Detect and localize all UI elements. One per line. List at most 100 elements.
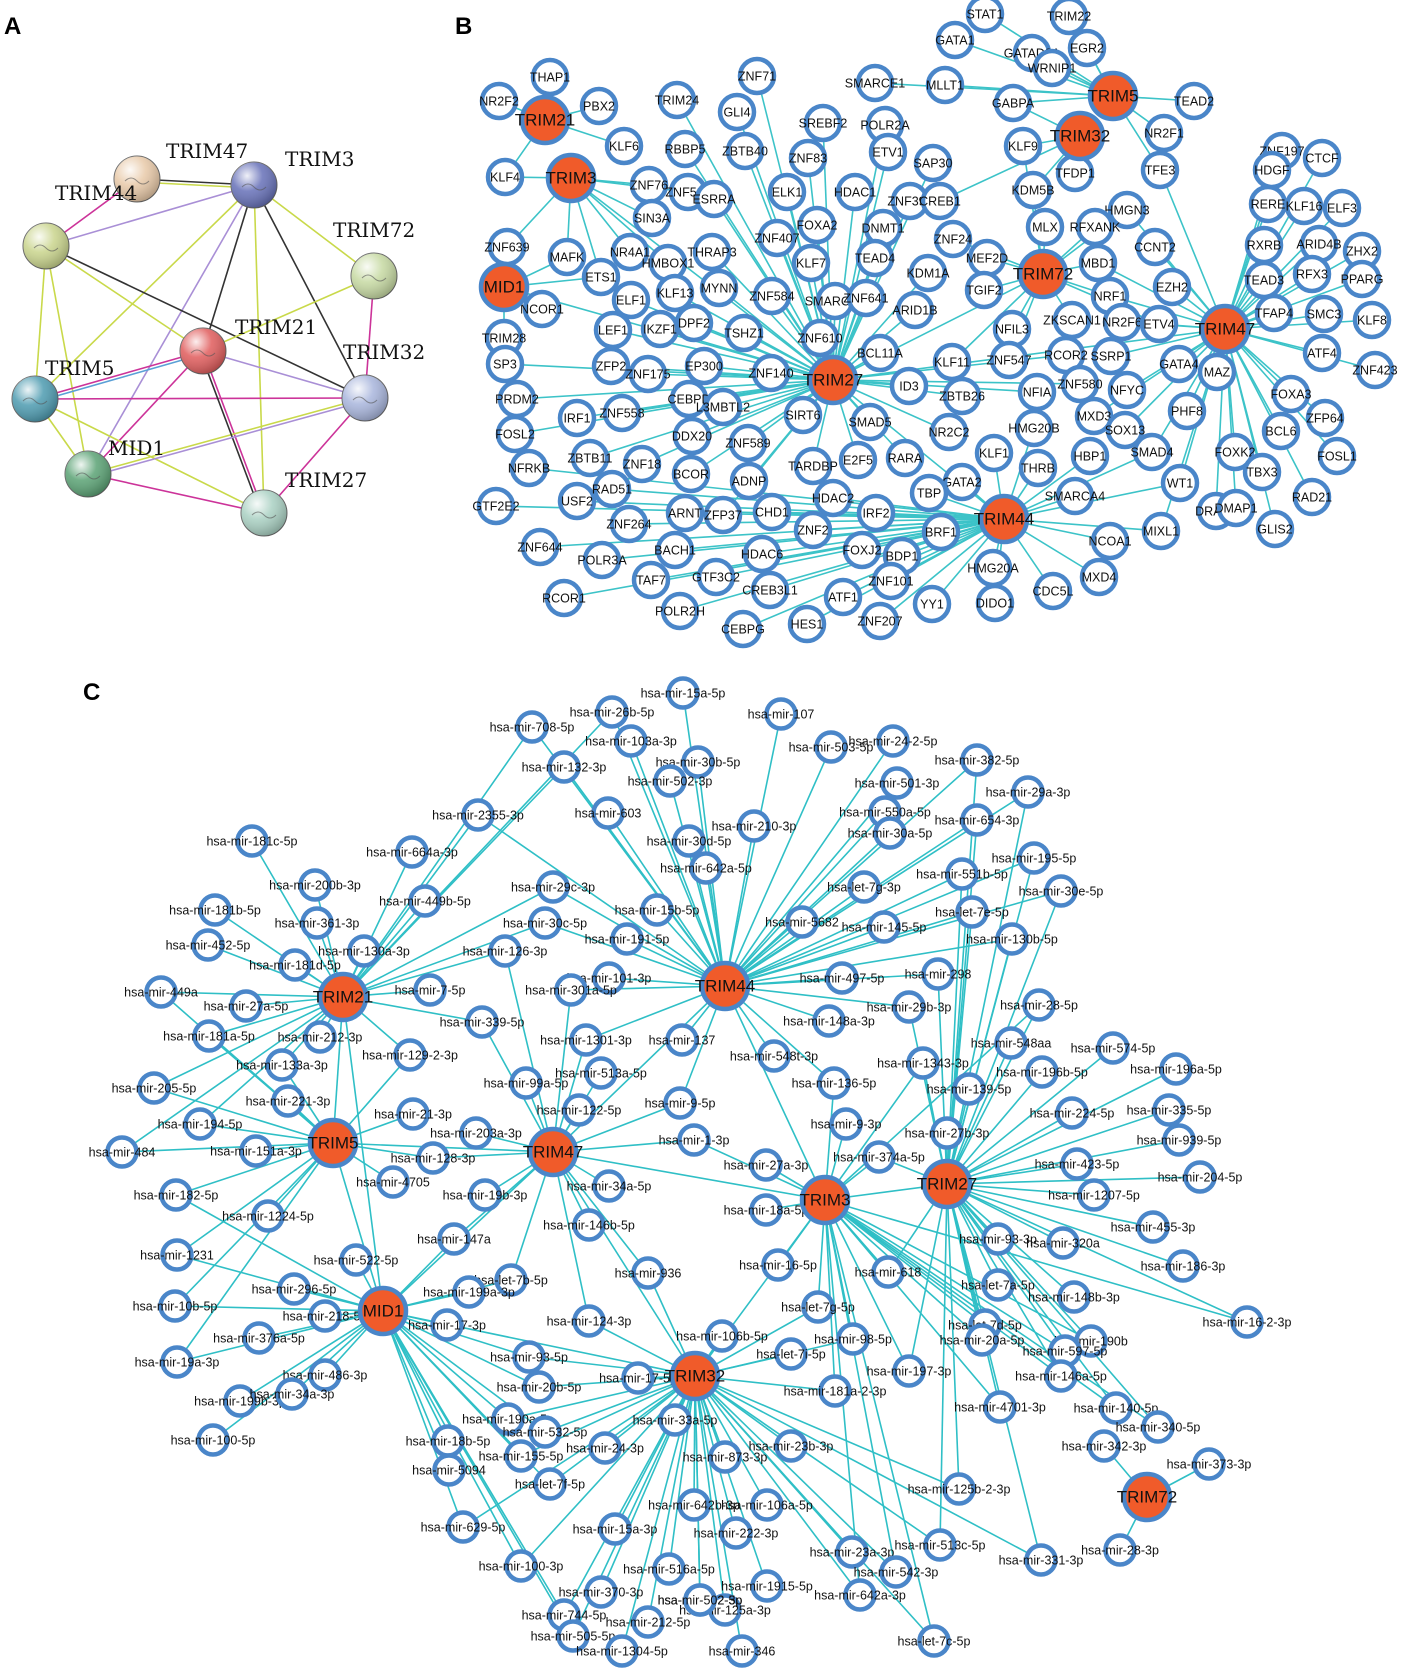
tf-node-etv1[interactable]: ETV1 [868,132,908,172]
tf-node-sirt6[interactable]: SIRT6 [783,395,823,435]
mirna-node-hsa-mir-126-3p[interactable]: hsa-mir-126-3p [463,934,548,968]
mirna-node-hsa-mir-298[interactable]: hsa-mir-298 [905,957,972,991]
tf-node-prdm2[interactable]: PRDM2 [495,379,539,419]
tf-node-znf641[interactable]: ZNF641 [843,278,889,318]
mirna-hub-trim72[interactable]: TRIM72 [1117,1471,1177,1523]
tf-node-klf7[interactable]: KLF7 [791,243,831,283]
mirna-node-hsa-mir-370-3p[interactable]: hsa-mir-370-3p [559,1575,644,1609]
mirna-node-hsa-mir-122-5p[interactable]: hsa-mir-122-5p [537,1093,622,1127]
mirna-node-hsa-mir-542-3p[interactable]: hsa-mir-542-3p [854,1555,939,1589]
mirna-node-hsa-mir-133a-3p[interactable]: hsa-mir-133a-3p [236,1048,328,1082]
mirna-node-hsa-mir-1224-5p[interactable]: hsa-mir-1224-5p [222,1199,314,1233]
tf-node-tbx3[interactable]: TBX3 [1242,452,1282,492]
string-node-trim72[interactable]: TRIM72 [333,218,415,300]
tf-node-zfp2[interactable]: ZFP2 [591,346,631,386]
mirna-node-hsa-mir-20b-5p[interactable]: hsa-mir-20b-5p [497,1370,582,1404]
tf-node-tead3[interactable]: TEAD3 [1244,260,1284,300]
mirna-node-hsa-mir-548t-3p[interactable]: hsa-mir-548t-3p [730,1039,818,1073]
mirna-node-hsa-let-7g-3p[interactable]: hsa-let-7g-3p [827,870,901,904]
mirna-node-hsa-mir-5682[interactable]: hsa-mir-5682 [765,905,839,939]
tf-node-hdac2[interactable]: HDAC2 [812,478,854,518]
mirna-node-hsa-mir-93-3p[interactable]: hsa-mir-93-3p [959,1222,1037,1256]
tf-node-pparg[interactable]: PPARG [1341,259,1384,299]
tf-node-hdgf[interactable]: HDGF [1252,150,1292,190]
tf-node-znf71[interactable]: ZNF71 [737,56,777,96]
mirna-node-hsa-mir-361-3p[interactable]: hsa-mir-361-3p [275,906,360,940]
tf-node-sox13[interactable]: SOX13 [1105,410,1145,450]
tf-node-ccnt2[interactable]: CCNT2 [1134,227,1176,267]
mirna-node-hsa-mir-16-5p[interactable]: hsa-mir-16-5p [739,1248,817,1282]
mirna-node-hsa-mir-155-5p[interactable]: hsa-mir-155-5p [479,1439,564,1473]
tf-node-mynn[interactable]: MYNN [699,268,739,308]
tf-node-znf580[interactable]: ZNF580 [1057,364,1103,404]
mirna-node-hsa-mir-382-5p[interactable]: hsa-mir-382-5p [935,743,1020,777]
mirna-node-hsa-mir-1231[interactable]: hsa-mir-1231 [140,1238,214,1272]
mirna-node-hsa-mir-486-3p[interactable]: hsa-mir-486-3p [283,1358,368,1392]
mirna-node-hsa-let-7f-5p[interactable]: hsa-let-7f-5p [515,1467,585,1501]
tf-hub-trim3[interactable]: TRIM3 [546,152,597,204]
mirna-node-hsa-mir-27a-5p[interactable]: hsa-mir-27a-5p [204,989,289,1023]
mirna-node-hsa-mir-548aa[interactable]: hsa-mir-548aa [971,1026,1052,1060]
tf-node-gata1[interactable]: GATA1 [935,20,975,60]
tf-node-cdc5l[interactable]: CDC5L [1033,571,1074,611]
mirna-node-hsa-mir-342-3p[interactable]: hsa-mir-342-3p [1062,1429,1147,1463]
mirna-node-hsa-mir-199b-3p[interactable]: hsa-mir-199b-3p [194,1384,286,1418]
tf-node-adnp[interactable]: ADNP [729,461,769,501]
string-node-trim32[interactable]: TRIM32 [341,340,425,422]
mirna-hub-trim3[interactable]: TRIM3 [800,1174,851,1226]
mirna-node-hsa-mir-516a-5p[interactable]: hsa-mir-516a-5p [623,1552,715,1586]
string-node-trim3[interactable]: TRIM3 [230,147,355,209]
tf-node-hmbox1[interactable]: HMBOX1 [642,243,695,283]
mirna-node-hsa-mir-26b-5p[interactable]: hsa-mir-26b-5p [570,695,655,729]
mirna-node-hsa-mir-4705[interactable]: hsa-mir-4705 [356,1165,430,1199]
mirna-node-hsa-mir-23a-3p[interactable]: hsa-mir-23a-3p [810,1535,895,1569]
tf-node-klf1[interactable]: KLF1 [974,433,1014,473]
tf-node-sin3a[interactable]: SIN3A [632,198,672,238]
tf-node-klf8[interactable]: KLF8 [1352,300,1392,340]
mirna-node-hsa-mir-27b-3p[interactable]: hsa-mir-27b-3p [905,1116,990,1150]
mirna-node-hsa-mir-130b-5p[interactable]: hsa-mir-130b-5p [966,922,1058,956]
mirna-node-hsa-mir-502-5p[interactable]: hsa-mir-502-5p [658,1583,743,1617]
tf-node-glis2[interactable]: GLIS2 [1255,509,1295,549]
tf-node-tead2[interactable]: TEAD2 [1174,81,1214,121]
mirna-node-hsa-mir-33a-5p[interactable]: hsa-mir-33a-5p [633,1403,718,1437]
tf-node-sap30[interactable]: SAP30 [914,143,953,183]
tf-node-phf8[interactable]: PHF8 [1167,391,1207,431]
tf-node-sp3[interactable]: SP3 [485,344,525,384]
mirna-node-hsa-mir-181d-5p[interactable]: hsa-mir-181d-5p [249,948,341,982]
tf-node-nfia[interactable]: NFIA [1017,372,1057,412]
mirna-node-hsa-mir-181a-5p[interactable]: hsa-mir-181a-5p [163,1019,255,1053]
tf-node-atf1[interactable]: ATF1 [823,577,863,617]
tf-node-nr2f6[interactable]: NR2F6 [1102,302,1142,342]
tf-node-pbx2[interactable]: PBX2 [579,86,619,126]
tf-node-polr2h[interactable]: POLR2H [655,591,705,631]
tf-node-brf1[interactable]: BRF1 [921,512,961,552]
tf-node-klf11[interactable]: KLF11 [932,342,972,382]
tf-node-znf558[interactable]: ZNF558 [599,393,645,433]
mirna-hub-trim32[interactable]: TRIM32 [665,1350,725,1402]
tf-node-tbp[interactable]: TBP [909,473,949,513]
tf-hub-mid1[interactable]: MID1 [478,261,530,313]
tf-node-zbtb40[interactable]: ZBTB40 [722,131,768,171]
tf-node-tardbp[interactable]: TARDBP [788,446,838,486]
string-node-trim21[interactable]: TRIM21 [179,315,317,375]
tf-node-trim22[interactable]: TRIM22 [1047,0,1092,36]
mirna-node-hsa-mir-210-3p[interactable]: hsa-mir-210-3p [712,809,797,843]
mirna-node-hsa-mir-148b-3p[interactable]: hsa-mir-148b-3p [1028,1280,1120,1314]
mirna-node-hsa-mir-145-5p[interactable]: hsa-mir-145-5p [842,910,927,944]
mirna-node-hsa-mir-136-5p[interactable]: hsa-mir-136-5p [792,1066,877,1100]
mirna-node-hsa-mir-125b-2-3p[interactable]: hsa-mir-125b-2-3p [908,1472,1011,1506]
mirna-node-hsa-mir-139-5p[interactable]: hsa-mir-139-5p [927,1072,1012,1106]
tf-node-nr2c2[interactable]: NR2C2 [929,412,970,452]
mirna-node-hsa-mir-107[interactable]: hsa-mir-107 [748,697,815,731]
mirna-node-hsa-mir-939-5p[interactable]: hsa-mir-939-5p [1137,1123,1222,1157]
tf-node-znf264[interactable]: ZNF264 [606,504,652,544]
mirna-node-hsa-mir-148a-3p[interactable]: hsa-mir-148a-3p [783,1004,875,1038]
mirna-node-hsa-mir-218-5p[interactable]: hsa-mir-218-5p [283,1299,368,1333]
mirna-node-hsa-mir-30d-5p[interactable]: hsa-mir-30d-5p [647,824,732,858]
tf-node-thrap3[interactable]: THRAP3 [687,232,737,272]
tf-node-gtf2e2[interactable]: GTF2E2 [472,486,520,526]
tf-node-foxj2[interactable]: FOXJ2 [843,530,882,570]
tf-node-tgif2[interactable]: TGIF2 [964,270,1004,310]
mirna-node-hsa-mir-196a-5p[interactable]: hsa-mir-196a-5p [1130,1052,1222,1086]
